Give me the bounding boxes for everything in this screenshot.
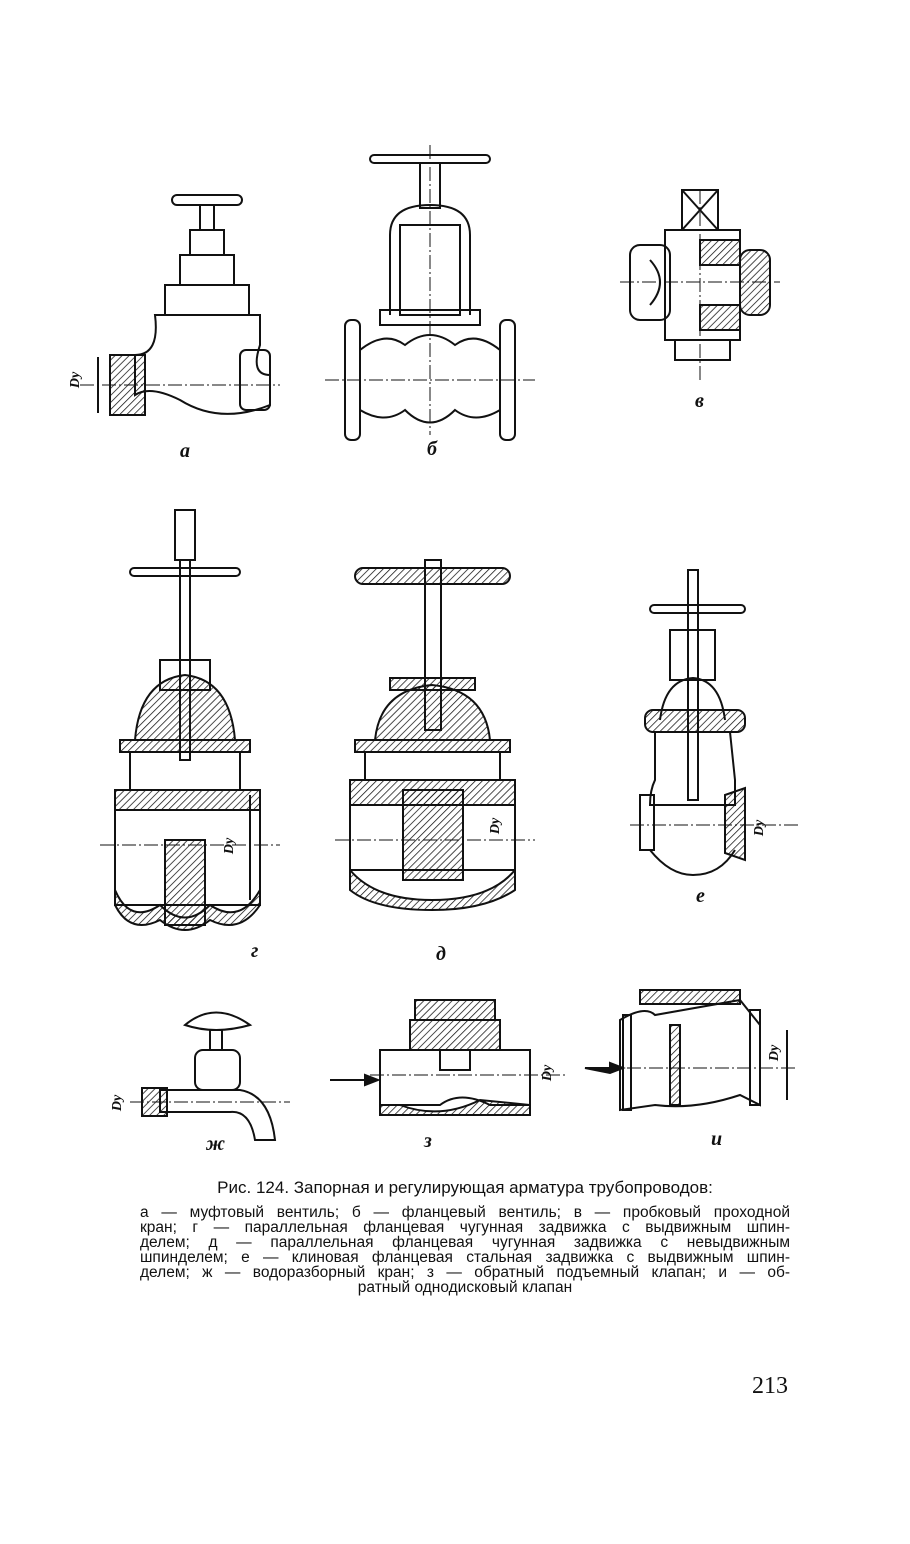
figure-label-g: г [251,940,259,962]
figure-label-e: е [696,885,705,907]
figure-i-swing-check-valve [584,989,795,1112]
dimension-label-e: Dу [752,819,768,837]
page-number: 213 [752,1373,788,1399]
dimension-label-g: Dу [222,837,238,855]
figure-z-lift-check-valve [330,999,565,1116]
figure-caption-title: Рис. 124. Запорная и регулирующая армату… [217,1178,713,1197]
figure-a-coupling-valve [80,194,280,416]
figure-v-plug-cock [620,189,780,380]
caption-line: кран; г — параллельная фланцевая чугунна… [140,1219,790,1236]
caption-line: ратный однодисковый клапан [357,1279,573,1296]
figure-d-gate-valve-nonrising-stem [335,559,535,912]
caption-line: а — муфтовый вентиль; б — фланцевый вент… [140,1204,790,1221]
figure-label-d: д [436,943,446,965]
dimension-label-a: Dу [68,371,84,389]
dimension-label-d: Dу [488,817,504,835]
figure-label-i: и [711,1128,723,1150]
caption-line: делем; д — параллельная фланцевая чугунн… [140,1234,790,1251]
dimension-label-i: Dу [767,1044,783,1062]
figure-label-b: б [427,438,437,460]
figure-e-wedge-gate-valve [630,569,800,877]
figure-label-a: а [180,440,190,462]
dimension-label-zh: Dу [110,1094,126,1112]
figure-label-zh: ж [206,1133,226,1155]
figure-g-gate-valve-rising-stem [100,509,280,931]
caption-line: делем; ж — водоразборный кран; з — обрат… [140,1264,790,1281]
figure-label-v: в [695,390,704,412]
caption-line: шпинделем; е — клиновая фланцевая стальн… [140,1249,790,1266]
dimension-label-z: Dу [540,1064,556,1082]
figure-zh-water-tap [130,1011,290,1141]
figure-b-flanged-valve [325,145,535,441]
figure-caption-body: а — муфтовый вентиль; б — фланцевый вент… [140,1204,790,1296]
figure-label-z: з [424,1130,432,1152]
